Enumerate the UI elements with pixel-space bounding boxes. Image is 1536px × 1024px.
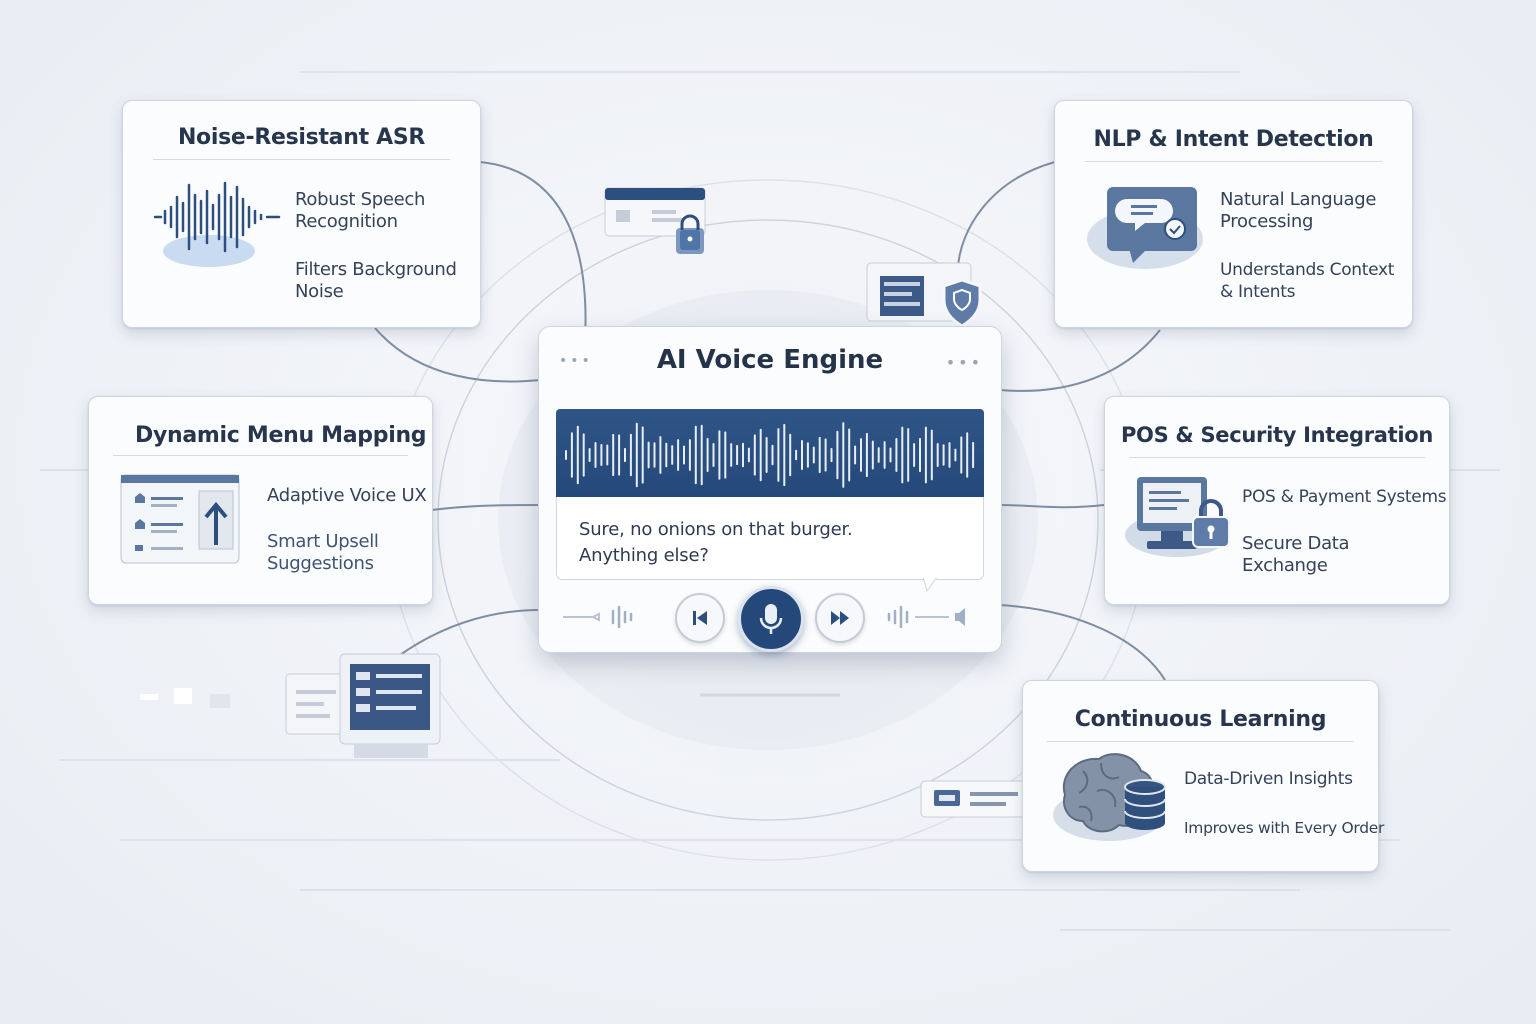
card-lock-icon <box>604 186 708 258</box>
feature-text: POS & Payment Systems <box>1242 487 1447 507</box>
card-nlp-intent-detection: NLP & Intent Detection Natural Language … <box>1054 100 1413 328</box>
feature-text: Data-Driven Insights <box>1184 769 1353 789</box>
card-title: Dynamic Menu Mapping <box>135 423 427 448</box>
previous-button[interactable] <box>675 593 725 643</box>
feature-text: Smart Upsell Suggestions <box>267 531 379 574</box>
engine-title: AI Voice Engine <box>656 345 884 375</box>
feature-text: Filters Background Noise <box>295 259 457 302</box>
feature-text: Secure Data Exchange <box>1242 533 1350 576</box>
card-dynamic-menu-mapping: Dynamic Menu Mapping Adaptive Voice UX S… <box>88 396 433 605</box>
skip-back-icon <box>693 611 707 625</box>
message-card-icon <box>920 780 1034 820</box>
volume-high-icon <box>885 603 975 631</box>
feature-text: Robust Speech Recognition <box>295 189 426 232</box>
microphone-button[interactable] <box>738 586 804 652</box>
pos-lock-icon <box>1119 473 1241 565</box>
menu-upsell-icon <box>117 471 243 567</box>
card-title: Noise-Resistant ASR <box>177 125 426 150</box>
window-dots-right[interactable]: ••• <box>945 353 983 372</box>
brain-database-icon <box>1049 751 1173 847</box>
card-continuous-learning: Continuous Learning Data-Driven Insights… <box>1022 680 1384 872</box>
fast-forward-button[interactable] <box>815 593 865 643</box>
fast-forward-icon <box>831 611 849 625</box>
audio-waveform-panel <box>556 409 984 497</box>
card-noise-resistant-asr: Noise-Resistant ASR Robust Speech Recogn… <box>122 100 481 328</box>
shield-browser-icon <box>866 262 986 330</box>
bubble-tail <box>923 577 938 593</box>
microphone-icon <box>759 604 783 634</box>
volume-low-icon <box>561 603 641 631</box>
card-pos-security-integration: POS & Security Integration POS & Payment… <box>1104 396 1450 605</box>
feature-text: Understands Context & Intents <box>1220 260 1395 302</box>
window-dots-left: ••• <box>559 353 593 369</box>
audio-waveform <box>565 422 975 488</box>
card-title: Continuous Learning <box>1074 707 1327 732</box>
list-screen-icon <box>284 652 444 762</box>
card-title: NLP & Intent Detection <box>1093 127 1374 152</box>
feature-text: Improves with Every Order <box>1184 819 1385 837</box>
waveform-icon <box>151 181 291 271</box>
feature-text: Adaptive Voice UX <box>267 485 427 506</box>
card-title: POS & Security Integration <box>1120 423 1434 447</box>
feature-text: Natural Language Processing <box>1220 189 1377 232</box>
transcript-bubble: Sure, no onions on that burger. Anything… <box>556 497 984 593</box>
transcript-text: Sure, no onions on that burger. Anything… <box>579 519 853 566</box>
ai-voice-engine-window: ••• AI Voice Engine ••• Sure, no onions … <box>538 326 1002 653</box>
chat-bubble-icon <box>1083 185 1213 275</box>
